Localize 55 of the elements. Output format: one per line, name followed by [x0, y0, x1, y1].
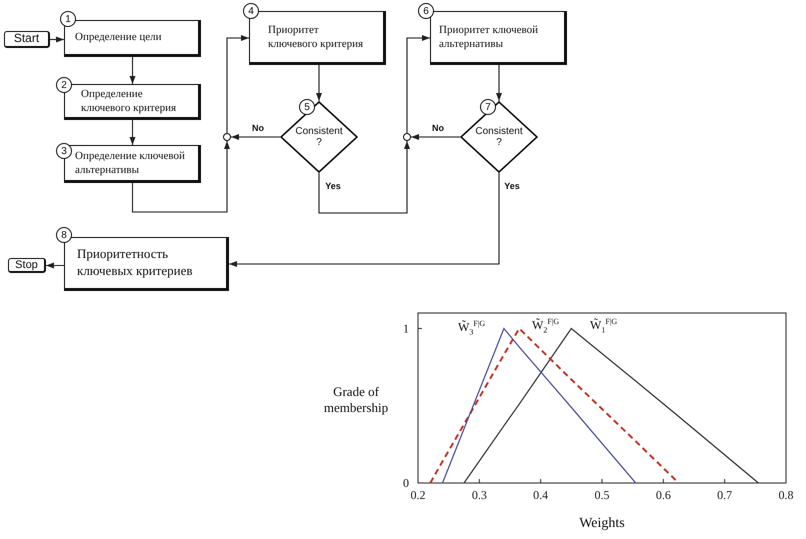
step-label: Приоритет ключевого критерия	[268, 22, 364, 52]
arrow	[229, 173, 500, 267]
tick-label: 0.6	[656, 488, 671, 502]
arrow	[50, 36, 64, 42]
process-box	[64, 20, 201, 57]
terminal-box	[8, 258, 46, 273]
axis-title: Grade of membership	[322, 384, 390, 416]
decision-label: Consistent ?	[474, 126, 524, 148]
tick-label: 0.7	[717, 488, 732, 502]
arrow	[318, 141, 410, 214]
step-number: 5	[299, 99, 315, 115]
step-label: Приоритет ключевой альтернативы	[439, 22, 540, 52]
tick-label: 0.2	[410, 488, 426, 502]
terminal-label: Start	[14, 31, 40, 47]
arrow	[406, 35, 430, 133]
tick-label: 1	[403, 321, 409, 336]
axis-title: Weights	[579, 516, 625, 531]
tick-label: 0	[403, 476, 409, 490]
arrow	[496, 65, 502, 101]
step-number: 4	[243, 3, 259, 19]
arrow	[130, 120, 136, 145]
step-label: Приоритетность ключевых критериев	[77, 246, 194, 280]
step-number: 2	[56, 77, 72, 93]
arrow	[226, 35, 249, 133]
edge-label: No	[251, 123, 265, 133]
edge-label: Yes	[324, 181, 342, 191]
arrow	[46, 262, 64, 268]
junction-circle	[403, 133, 411, 141]
decision-diamond	[460, 101, 538, 173]
arrow	[231, 134, 280, 140]
arrow	[132, 141, 230, 213]
step-number: 3	[56, 143, 72, 159]
tick-label: 0.5	[594, 488, 610, 502]
step-number: 8	[56, 227, 72, 243]
terminal-box	[4, 31, 50, 48]
arrow	[411, 134, 460, 140]
step-label: Определение цели	[75, 30, 162, 45]
edge-label: Yes	[503, 181, 521, 191]
process-box	[64, 237, 229, 291]
decision-diamond	[280, 101, 358, 173]
arrow	[316, 65, 322, 101]
terminal-label: Stop	[15, 258, 38, 272]
tick-label: 0.3	[472, 488, 487, 502]
junction-circle	[223, 133, 231, 141]
step-label: Определение ключевого критерия	[81, 86, 178, 116]
step-number: 7	[480, 99, 496, 115]
tick-label: 0.4	[533, 488, 548, 502]
arrow	[130, 57, 136, 84]
edge-label: No	[431, 123, 445, 133]
tick-label: 0.8	[778, 488, 794, 502]
step-number: 1	[60, 11, 76, 27]
process-box	[430, 11, 567, 65]
step-label: Определение ключевой альтернативы	[75, 148, 186, 178]
decision-label: Consistent ?	[294, 126, 344, 148]
step-number: 6	[418, 3, 434, 19]
